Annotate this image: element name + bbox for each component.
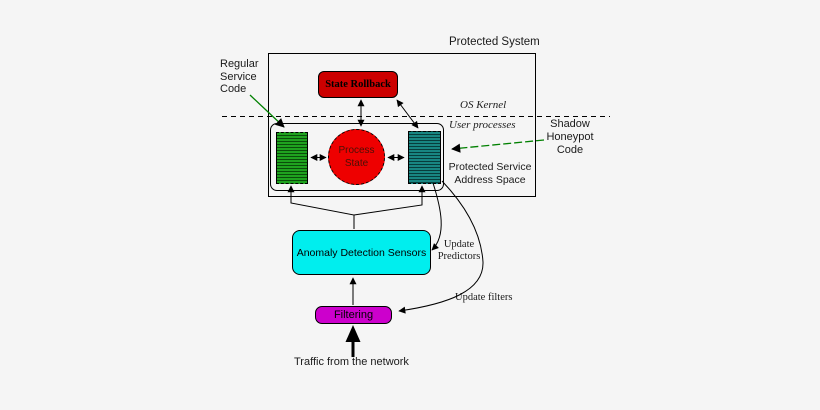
anomaly-detection-sensors-label: Anomaly Detection Sensors <box>296 246 427 259</box>
anomaly-detection-sensors-node: Anomaly Detection Sensors <box>292 230 431 275</box>
shadow-line2: Honeypot <box>546 131 594 143</box>
shadow-line1: Shadow <box>550 118 590 130</box>
network-traffic-arrowhead <box>345 325 361 342</box>
regular-line3: Code <box>220 83 247 95</box>
state-rollback-label: State Rollback <box>325 79 391 90</box>
update-predictors-line2: Predictors <box>437 250 481 262</box>
update-filters-label: Update filters <box>455 292 513 303</box>
filtering-label: Filtering <box>333 309 374 321</box>
protected-service-line2: Address Space <box>454 173 526 186</box>
shadow-honeypot-code-label: Shadow Honeypot Code <box>530 118 610 157</box>
process-state-line2: State <box>344 158 369 169</box>
regular-service-code-label: Regular Service Code <box>220 58 259 96</box>
regular-line2: Service <box>220 70 257 83</box>
process-state-line1: Process <box>338 145 375 156</box>
shadow-line3: Code <box>556 144 584 156</box>
regular-line1: Regular <box>220 58 259 70</box>
traffic-from-network-label: Traffic from the network <box>294 356 409 368</box>
process-state-label: Process State <box>329 130 384 184</box>
regular-service-code-stack <box>276 132 308 184</box>
update-predictors-line1: Update <box>443 239 475 250</box>
protected-service-address-space-label: Protected Service Address Space <box>445 161 535 186</box>
user-processes-label: User processes <box>449 119 516 131</box>
update-predictors-label: Update Predictors <box>429 239 489 262</box>
process-state-node: Process State <box>328 129 385 185</box>
state-rollback-node: State Rollback <box>318 71 398 98</box>
protected-service-line1: Protected Service <box>448 161 532 173</box>
filtering-node: Filtering <box>315 306 392 324</box>
shadow-honeypot-code-stack <box>408 131 441 184</box>
protected-system-title: Protected System <box>449 36 540 48</box>
os-kernel-label: OS Kernel <box>460 99 507 111</box>
